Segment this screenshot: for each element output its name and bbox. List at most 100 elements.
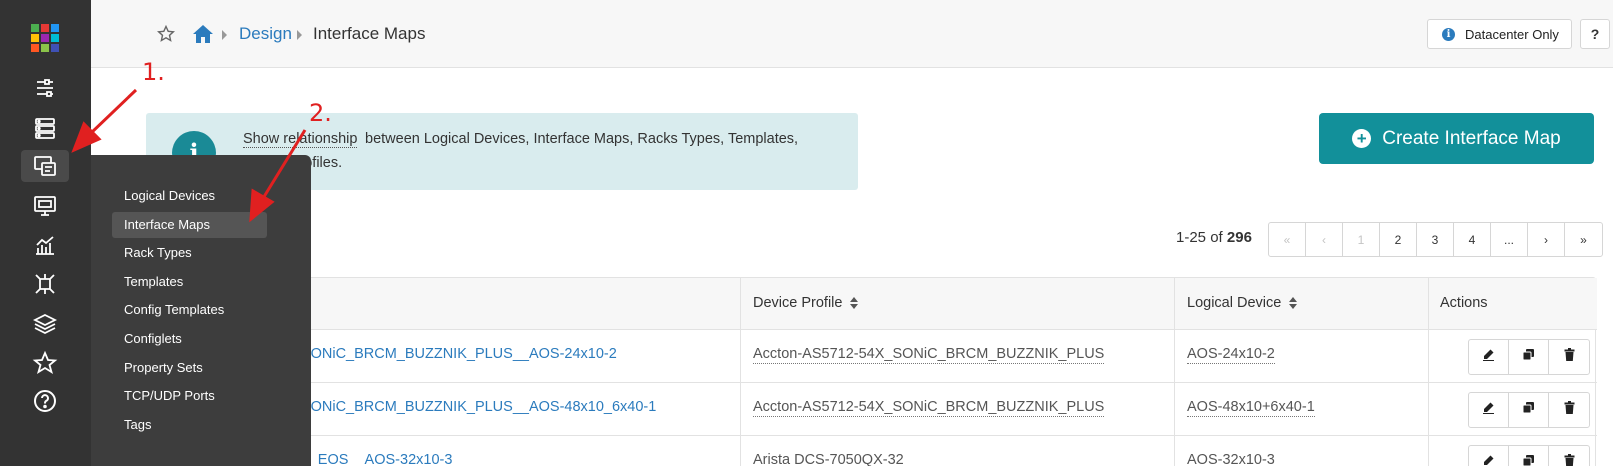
column-header-device-profile[interactable]: Device Profile <box>753 295 859 311</box>
logo-tile <box>41 34 49 42</box>
device-profile-cell[interactable]: Accton-AS5712-54X_SONiC_BRCM_BUZZNIK_PLU… <box>753 346 1105 364</box>
create-interface-map-label: Create Interface Map <box>1382 127 1561 149</box>
edit-button[interactable] <box>1469 340 1509 374</box>
flyout-item-config-templates[interactable]: Config Templates <box>124 302 225 318</box>
pagination-button[interactable]: 4 <box>1454 223 1491 256</box>
trash-icon <box>1563 401 1576 419</box>
interface-maps-table: Device Profile Logical Device Actions Ac… <box>146 277 1597 466</box>
create-interface-map-button[interactable]: + Create Interface Map <box>1319 113 1594 164</box>
column-header-logical-device[interactable]: Logical Device <box>1187 295 1298 311</box>
clone-button[interactable] <box>1509 340 1549 374</box>
logical-device-cell[interactable]: AOS-24x10-2 <box>1187 346 1275 364</box>
pagination-button[interactable]: » <box>1580 232 1587 247</box>
sort-icon <box>850 297 859 309</box>
external-systems-icon[interactable] <box>21 268 69 300</box>
logo-tile <box>31 44 39 52</box>
help-icon[interactable] <box>21 385 69 417</box>
flyout-item-tags[interactable]: Tags <box>124 416 152 432</box>
annotation-step-1: 1. <box>142 58 165 86</box>
flyout-item-templates[interactable]: Templates <box>124 273 184 289</box>
column-divider <box>1428 278 1429 466</box>
flyout-item-logical-devices[interactable]: Logical Devices <box>124 188 216 203</box>
column-divider <box>740 278 741 466</box>
column-header-label: Device Profile <box>753 295 843 311</box>
logo-tile <box>51 24 59 32</box>
pagination-button[interactable]: 3 <box>1417 223 1454 256</box>
delete-button[interactable] <box>1549 340 1589 374</box>
pagination-total: 296 <box>1226 229 1252 246</box>
page-title: Interface Maps <box>313 24 426 43</box>
delete-button[interactable] <box>1549 446 1589 466</box>
datacenter-only-button[interactable]: i Datacenter Only <box>1427 19 1572 49</box>
clone-icon <box>1522 348 1535 366</box>
pagination-button[interactable]: › <box>1528 223 1565 256</box>
annotation-step-2: 2. <box>309 99 332 127</box>
platform-icon[interactable] <box>21 308 69 340</box>
row-actions <box>1468 392 1590 428</box>
banner-text: between Logical Devices, Interface Maps,… <box>365 131 799 147</box>
favorites-icon[interactable] <box>21 347 69 379</box>
pagination-button[interactable]: 1 <box>1343 223 1380 256</box>
device-profile-cell: Arista DCS-7050QX-32 <box>753 452 904 466</box>
column-divider <box>1174 278 1175 466</box>
clone-button[interactable] <box>1509 446 1549 466</box>
plus-circle-icon: + <box>1352 129 1372 148</box>
edit-icon <box>1482 401 1495 419</box>
table-header-row: Device Profile Logical Device Actions <box>147 278 1597 330</box>
analytics-icon[interactable] <box>21 229 69 261</box>
design-icon[interactable] <box>21 150 69 182</box>
blueprints-icon[interactable] <box>21 73 69 105</box>
logical-device-cell: AOS-32x10-3 <box>1187 452 1275 466</box>
flyout-item-property-sets[interactable]: Property Sets <box>124 359 203 375</box>
logo-tile <box>31 34 39 42</box>
sort-icon <box>1289 297 1298 309</box>
flyout-item-interface-maps[interactable]: Interface Maps <box>112 211 267 238</box>
breadcrumb-separator <box>222 30 227 40</box>
favorite-star-icon[interactable] <box>157 25 175 43</box>
datacenter-only-label: Datacenter Only <box>1465 26 1559 42</box>
show-relationship-link[interactable]: Show relationship <box>243 131 358 148</box>
edit-icon <box>1482 348 1495 366</box>
sidebar <box>0 0 91 466</box>
flyout-item-rack-types[interactable]: Rack Types <box>124 245 192 261</box>
column-header-label: Logical Device <box>1187 295 1282 311</box>
pagination-button[interactable]: 2 <box>1380 223 1417 256</box>
logical-device-cell[interactable]: AOS-48x10+6x40-1 <box>1187 399 1315 417</box>
table-row: Accton_AS5712_54X_SONiC_BRCM_BUZZNIK_PLU… <box>147 383 1597 436</box>
help-button[interactable]: ? <box>1580 19 1610 49</box>
app-logo[interactable] <box>31 24 59 52</box>
annotation-arrow-1 <box>88 88 138 136</box>
row-actions <box>1468 445 1590 466</box>
home-icon[interactable] <box>192 24 214 44</box>
devices-icon[interactable] <box>21 112 69 144</box>
pagination-button[interactable]: « <box>1269 223 1306 256</box>
table-row: Accton_AS5712_54X_SONiC_BRCM_BUZZNIK_PLU… <box>147 330 1597 383</box>
breadcrumb-design[interactable]: Design <box>239 24 292 43</box>
trash-icon <box>1563 348 1576 366</box>
delete-button[interactable] <box>1549 393 1589 427</box>
edit-button[interactable] <box>1469 393 1509 427</box>
clone-button[interactable] <box>1509 393 1549 427</box>
logo-tile <box>51 34 59 42</box>
pagination-of: of <box>1210 229 1223 246</box>
clone-icon <box>1522 454 1535 466</box>
edit-icon <box>1482 454 1495 466</box>
pagination-summary: 1-25 of 296 <box>1176 229 1252 246</box>
pagination-range: 1-25 <box>1176 229 1207 246</box>
pagination-button[interactable]: ‹ <box>1306 223 1343 256</box>
breadcrumb-separator <box>297 30 302 40</box>
row-actions <box>1468 339 1590 375</box>
info-icon: i <box>1442 27 1455 41</box>
device-profile-cell[interactable]: Accton-AS5712-54X_SONiC_BRCM_BUZZNIK_PLU… <box>753 399 1105 417</box>
flyout-item-tcp-udp-ports[interactable]: TCP/UDP Ports <box>124 388 215 404</box>
flyout-item-configlets[interactable]: Configlets <box>124 331 182 346</box>
logo-tile <box>41 44 49 52</box>
clone-icon <box>1522 401 1535 419</box>
trash-icon <box>1563 454 1576 466</box>
edit-button[interactable] <box>1469 446 1509 466</box>
resources-icon[interactable] <box>21 190 69 222</box>
pagination-button[interactable]: ... <box>1491 223 1528 256</box>
column-header-actions: Actions <box>1440 295 1488 311</box>
